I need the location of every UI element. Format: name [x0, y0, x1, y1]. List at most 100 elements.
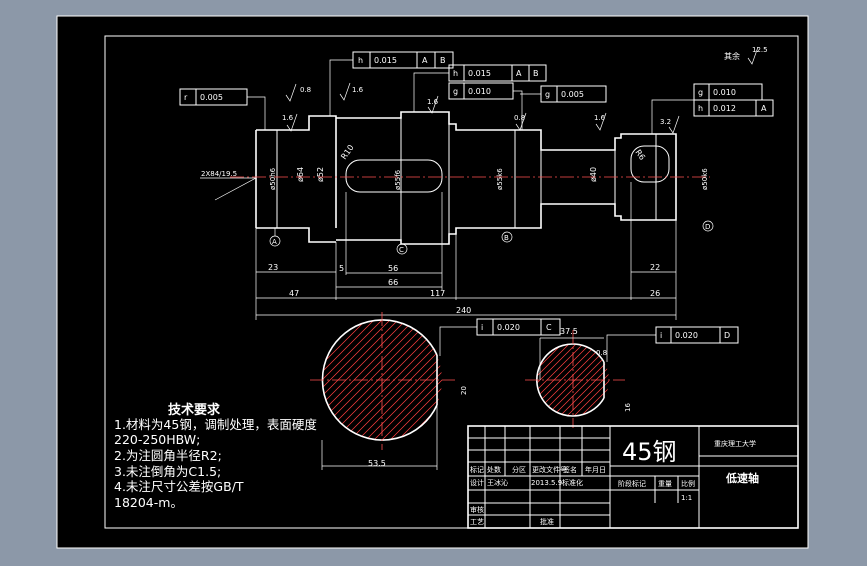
- dim-23: 23: [268, 263, 278, 272]
- svg-text:工艺: 工艺: [470, 518, 484, 526]
- hatch-line: [379, 320, 442, 440]
- svg-text:220-250HBW;: 220-250HBW;: [114, 432, 200, 447]
- svg-text:阶段标记: 阶段标记: [618, 479, 646, 488]
- svg-text:0.015: 0.015: [468, 69, 491, 78]
- roughness-r3: 1.6: [352, 86, 364, 94]
- svg-text:标准化: 标准化: [562, 478, 583, 487]
- roughness-r4: 1.6: [427, 98, 439, 106]
- dim-phi50b: ø50k6: [701, 168, 709, 190]
- roughness-symbols: [285, 46, 759, 134]
- svg-text:签名: 签名: [563, 465, 577, 474]
- dim-phi64: ø64: [296, 167, 305, 182]
- dim-phi40: ø40: [589, 167, 598, 182]
- datum-c: C: [396, 243, 408, 255]
- svg-text:3.未注倒角为C1.5;: 3.未注倒角为C1.5;: [114, 464, 221, 479]
- hatch-line: [537, 344, 572, 416]
- svg-text:年月日: 年月日: [585, 465, 606, 474]
- tech-req-title: 技术要求: [168, 402, 221, 418]
- svg-text:37.5: 37.5: [560, 327, 578, 336]
- roughness-r8: 0.8: [596, 349, 607, 357]
- dim-240: 240: [456, 306, 471, 315]
- svg-text:i: i: [481, 323, 483, 332]
- hatch-line: [322, 320, 377, 440]
- svg-text:0.020: 0.020: [675, 331, 698, 340]
- svg-text:A: A: [516, 69, 522, 78]
- svg-text:D: D: [705, 223, 710, 231]
- dim-phi55: ø55f6: [394, 169, 402, 190]
- roughness-r7: 3.2: [660, 118, 671, 126]
- svg-text:g: g: [698, 88, 703, 97]
- svg-text:h: h: [453, 69, 458, 78]
- roughness-note-value: 12.5: [752, 46, 768, 54]
- svg-text:标记: 标记: [470, 465, 484, 474]
- svg-text:h: h: [358, 56, 363, 65]
- svg-text:0.010: 0.010: [468, 87, 491, 96]
- svg-text:4.未注尺寸公差按GB/T: 4.未注尺寸公差按GB/T: [114, 479, 244, 494]
- dim-26: 26: [650, 289, 660, 298]
- svg-text:C: C: [546, 323, 552, 332]
- dim-phi52: ø52: [316, 167, 325, 182]
- scale-value: 1:1: [681, 494, 692, 502]
- hatch-line: [387, 320, 442, 440]
- title-block: 标记 处数 分区 更改文件号 签名 年月日 设计 王冰沁 2013.5.9 标准…: [467, 425, 799, 529]
- svg-text:18204-m。: 18204-m。: [114, 495, 183, 510]
- hatch-line: [395, 320, 442, 440]
- hatch-line: [403, 320, 442, 440]
- svg-text:A: A: [422, 56, 428, 65]
- svg-text:g: g: [453, 87, 458, 96]
- svg-text:A: A: [761, 104, 767, 113]
- svg-text:53.5: 53.5: [368, 459, 386, 468]
- part-name: 低速轴: [725, 471, 759, 485]
- designer-name: 王冰沁: [487, 478, 508, 487]
- hatch-line: [322, 320, 393, 440]
- dimension-lines: [255, 182, 677, 320]
- svg-text:C: C: [399, 246, 404, 254]
- svg-text:i: i: [660, 331, 662, 340]
- roughness-r1: 1.6: [282, 114, 294, 122]
- tech-requirements: 技术要求 1.材料为45钢，调制处理，表面硬度 220-250HBW; 2.为注…: [114, 402, 317, 510]
- svg-text:2.为注圆角半径R2;: 2.为注圆角半径R2;: [114, 448, 222, 463]
- dim-phi50a: ø50h6: [269, 167, 277, 190]
- material-label: 45钢: [622, 438, 677, 466]
- dim-117: 117: [430, 289, 445, 298]
- svg-text:0.012: 0.012: [713, 104, 736, 113]
- svg-text:20: 20: [460, 386, 468, 395]
- school-name: 重庆理工大学: [714, 439, 756, 448]
- hatch-line: [322, 320, 369, 440]
- hatch-line: [571, 344, 609, 416]
- svg-text:重量: 重量: [658, 480, 672, 488]
- svg-text:B: B: [504, 234, 509, 242]
- dim-phi55b: ø55k6: [496, 168, 504, 190]
- svg-text:r: r: [184, 93, 188, 102]
- svg-text:批准: 批准: [540, 517, 554, 526]
- svg-text:0.005: 0.005: [561, 90, 584, 99]
- svg-text:A: A: [272, 238, 277, 246]
- svg-text:D: D: [724, 331, 730, 340]
- svg-text:B: B: [440, 56, 446, 65]
- roughness-r6: 1.6: [594, 114, 606, 122]
- dim-66: 66: [388, 278, 398, 287]
- datum-b: B: [501, 231, 513, 243]
- dim-56: 56: [388, 264, 398, 273]
- svg-text:B: B: [533, 69, 539, 78]
- hatch-line: [578, 344, 609, 416]
- svg-text:更改文件号: 更改文件号: [532, 465, 567, 474]
- datum-a: A: [269, 228, 281, 247]
- svg-text:1.材料为45钢，调制处理，表面硬度: 1.材料为45钢，调制处理，表面硬度: [114, 417, 317, 432]
- svg-text:0.005: 0.005: [200, 93, 223, 102]
- svg-text:0.015: 0.015: [374, 56, 397, 65]
- svg-text:h: h: [698, 104, 703, 113]
- dim-thread: 2X84/19.5: [201, 170, 237, 178]
- roughness-r5: 0.8: [514, 114, 525, 122]
- roughness-r2: 0.8: [300, 86, 311, 94]
- dim-5: 5: [339, 264, 344, 273]
- dim-47: 47: [289, 289, 299, 298]
- svg-text:审核: 审核: [470, 505, 484, 514]
- hatch-line: [322, 320, 385, 440]
- hatch-line: [550, 344, 609, 416]
- fcf-right2: h 0.012 A: [693, 99, 774, 117]
- svg-text:g: g: [545, 90, 550, 99]
- svg-text:2013.5.9: 2013.5.9: [531, 479, 562, 487]
